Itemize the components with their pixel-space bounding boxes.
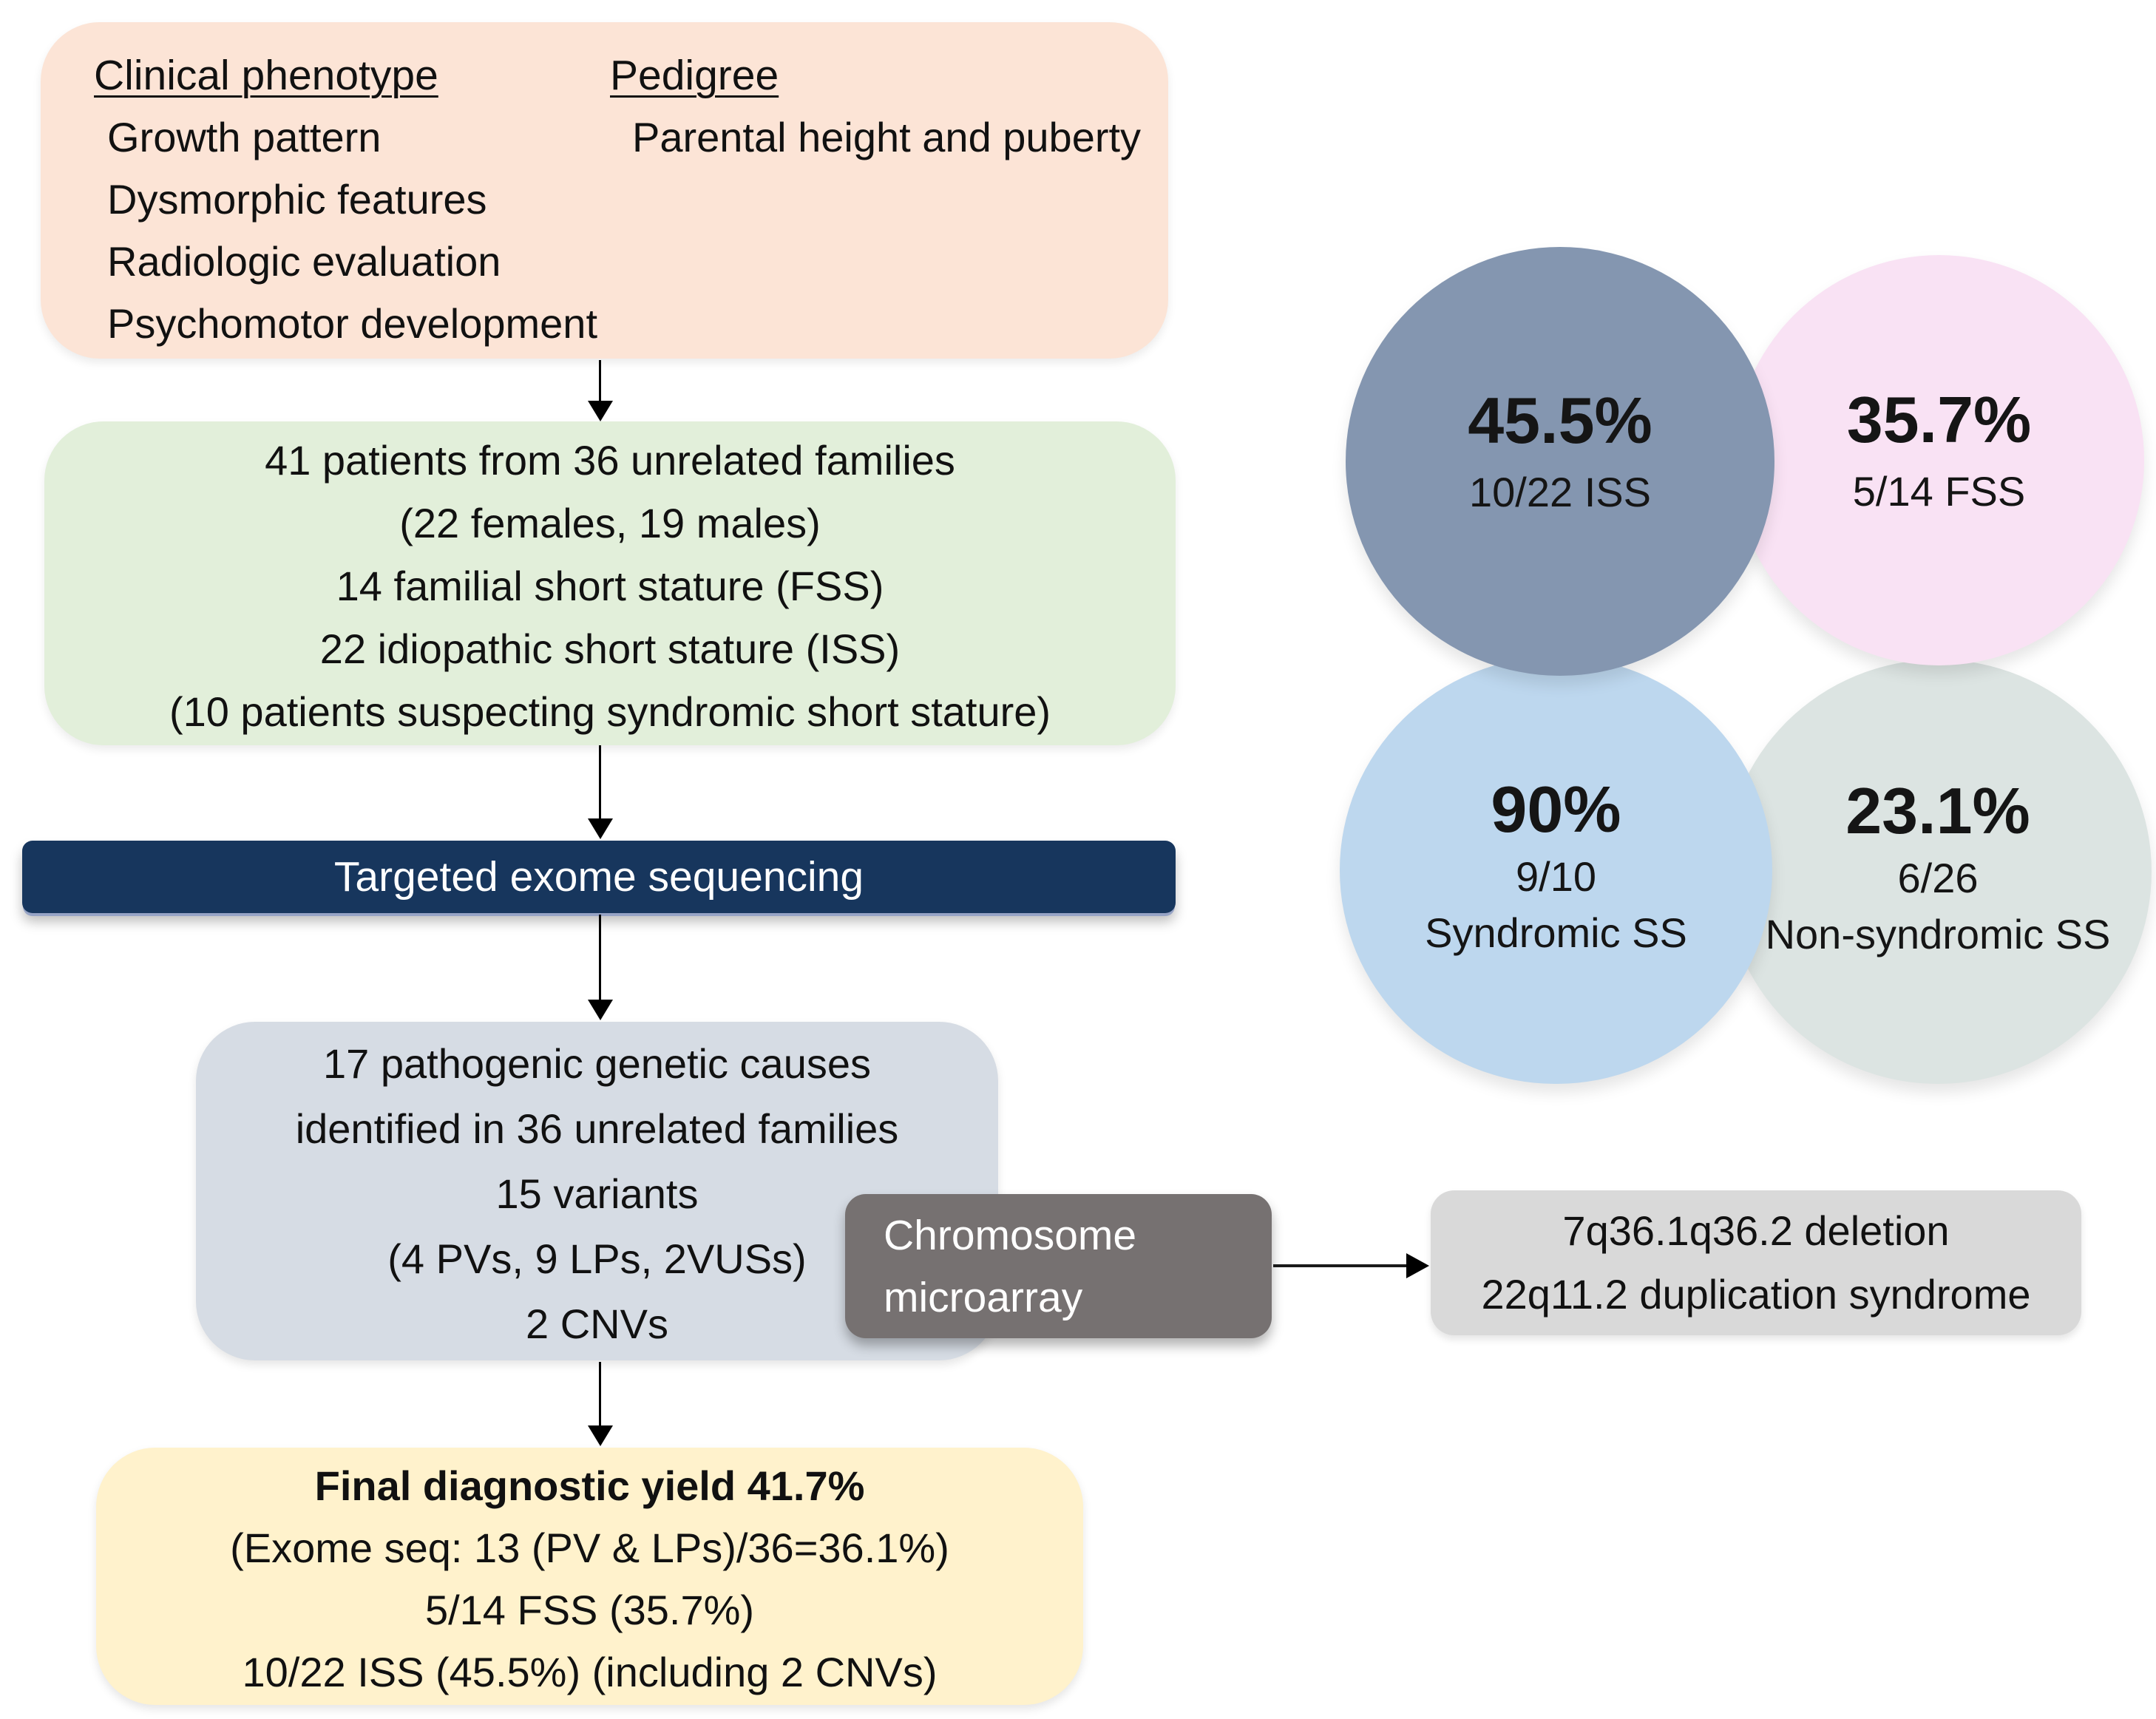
- circle-iss: 45.5% 10/22 ISS: [1346, 247, 1774, 676]
- results-line: 2 CNVs: [526, 1301, 668, 1347]
- circle-label: 5/14 FSS: [1852, 467, 2026, 515]
- yield-line: (Exome seq: 13 (PV & LPs)/36=36.1%): [230, 1525, 949, 1571]
- cnv-findings-box: 7q36.1q36.2 deletion 22q11.2 duplication…: [1431, 1190, 2081, 1335]
- cohort-box: 41 patients from 36 unrelated families (…: [44, 421, 1176, 745]
- arrow-line: [599, 1362, 601, 1425]
- circle-text-block: 23.1% 6/26 Non-syndromic SS: [1766, 774, 2111, 960]
- clinical-phenotype-header: Clinical phenotype: [94, 52, 438, 99]
- circle-nonsyndromic: 23.1% 6/26 Non-syndromic SS: [1724, 660, 2152, 1084]
- circle-percentage: 45.5%: [1468, 384, 1652, 457]
- arrow-head-icon: [588, 818, 613, 839]
- phenotype-item-growth: Growth pattern: [107, 114, 382, 160]
- circle-fss: 35.7% 5/14 FSS: [1734, 255, 2144, 665]
- circle-text-block: 90% 9/10 Syndromic SS: [1425, 773, 1687, 959]
- cohort-line: 14 familial short stature (FSS): [336, 562, 884, 609]
- yield-title: Final diagnostic yield 41.7%: [314, 1462, 865, 1509]
- results-line: identified in 36 unrelated families: [295, 1105, 899, 1152]
- yield-line: 10/22 ISS (45.5%) (including 2 CNVs): [242, 1649, 938, 1695]
- arrow-line: [599, 745, 601, 818]
- arrow-head-icon: [588, 401, 613, 421]
- arrow-head-icon: [588, 1425, 613, 1446]
- circle-label: Non-syndromic SS: [1765, 911, 2111, 957]
- microarray-line: Chromosome: [884, 1211, 1137, 1259]
- cnv-line: 22q11.2 duplication syndrome: [1481, 1271, 2031, 1318]
- results-line: 17 pathogenic genetic causes: [323, 1040, 871, 1087]
- sequencing-banner: Targeted exome sequencing: [22, 841, 1176, 913]
- clinical-assessment-box: Clinical phenotype Growth pattern Dysmor…: [41, 22, 1168, 359]
- cohort-line: 41 patients from 36 unrelated families: [265, 436, 955, 484]
- phenotype-item-radiologic: Radiologic evaluation: [107, 238, 501, 285]
- circle-label: 9/10: [1515, 853, 1596, 900]
- arrow-head-icon: [1406, 1253, 1429, 1278]
- circle-label: 6/26: [1897, 855, 1979, 901]
- arrow-line: [1273, 1264, 1408, 1267]
- results-line: (4 PVs, 9 LPs, 2VUSs): [387, 1235, 807, 1282]
- cohort-line: (10 patients suspecting syndromic short …: [169, 688, 1051, 735]
- sequencing-banner-label: Targeted exome sequencing: [333, 853, 864, 901]
- pedigree-item-parental: Parental height and puberty: [632, 114, 1142, 160]
- pedigree-column: Pedigree Parental height and puberty: [610, 44, 1141, 169]
- circle-label: Syndromic SS: [1425, 909, 1687, 956]
- circle-text-block: 45.5% 10/22 ISS: [1468, 384, 1652, 518]
- arrow-line: [599, 915, 601, 1000]
- arrow-line: [599, 360, 601, 401]
- pedigree-header: Pedigree: [610, 52, 779, 99]
- circle-percentage: 23.1%: [1845, 774, 2030, 847]
- cohort-line: 22 idiopathic short stature (ISS): [319, 625, 901, 672]
- yield-line: 5/14 FSS (35.7%): [424, 1587, 755, 1633]
- diagnostic-yield-box: Final diagnostic yield 41.7% (Exome seq:…: [96, 1448, 1083, 1705]
- phenotype-item-psychomotor: Psychomotor development: [107, 300, 598, 347]
- microarray-line: microarray: [884, 1273, 1083, 1321]
- circle-percentage: 35.7%: [1846, 382, 2032, 456]
- microarray-box: Chromosome microarray: [845, 1194, 1272, 1338]
- clinical-phenotype-column: Clinical phenotype Growth pattern Dysmor…: [94, 44, 597, 355]
- cohort-line: (22 females, 19 males): [399, 499, 821, 546]
- circle-text-block: 35.7% 5/14 FSS: [1847, 383, 2032, 518]
- cnv-line: 7q36.1q36.2 deletion: [1562, 1207, 1950, 1254]
- circle-syndromic: 90% 9/10 Syndromic SS: [1340, 657, 1772, 1084]
- circle-percentage: 90%: [1491, 773, 1621, 846]
- phenotype-item-dysmorphic: Dysmorphic features: [107, 176, 487, 223]
- circle-label: 10/22 ISS: [1469, 469, 1651, 515]
- results-line: 15 variants: [495, 1170, 699, 1217]
- arrow-head-icon: [588, 1000, 613, 1020]
